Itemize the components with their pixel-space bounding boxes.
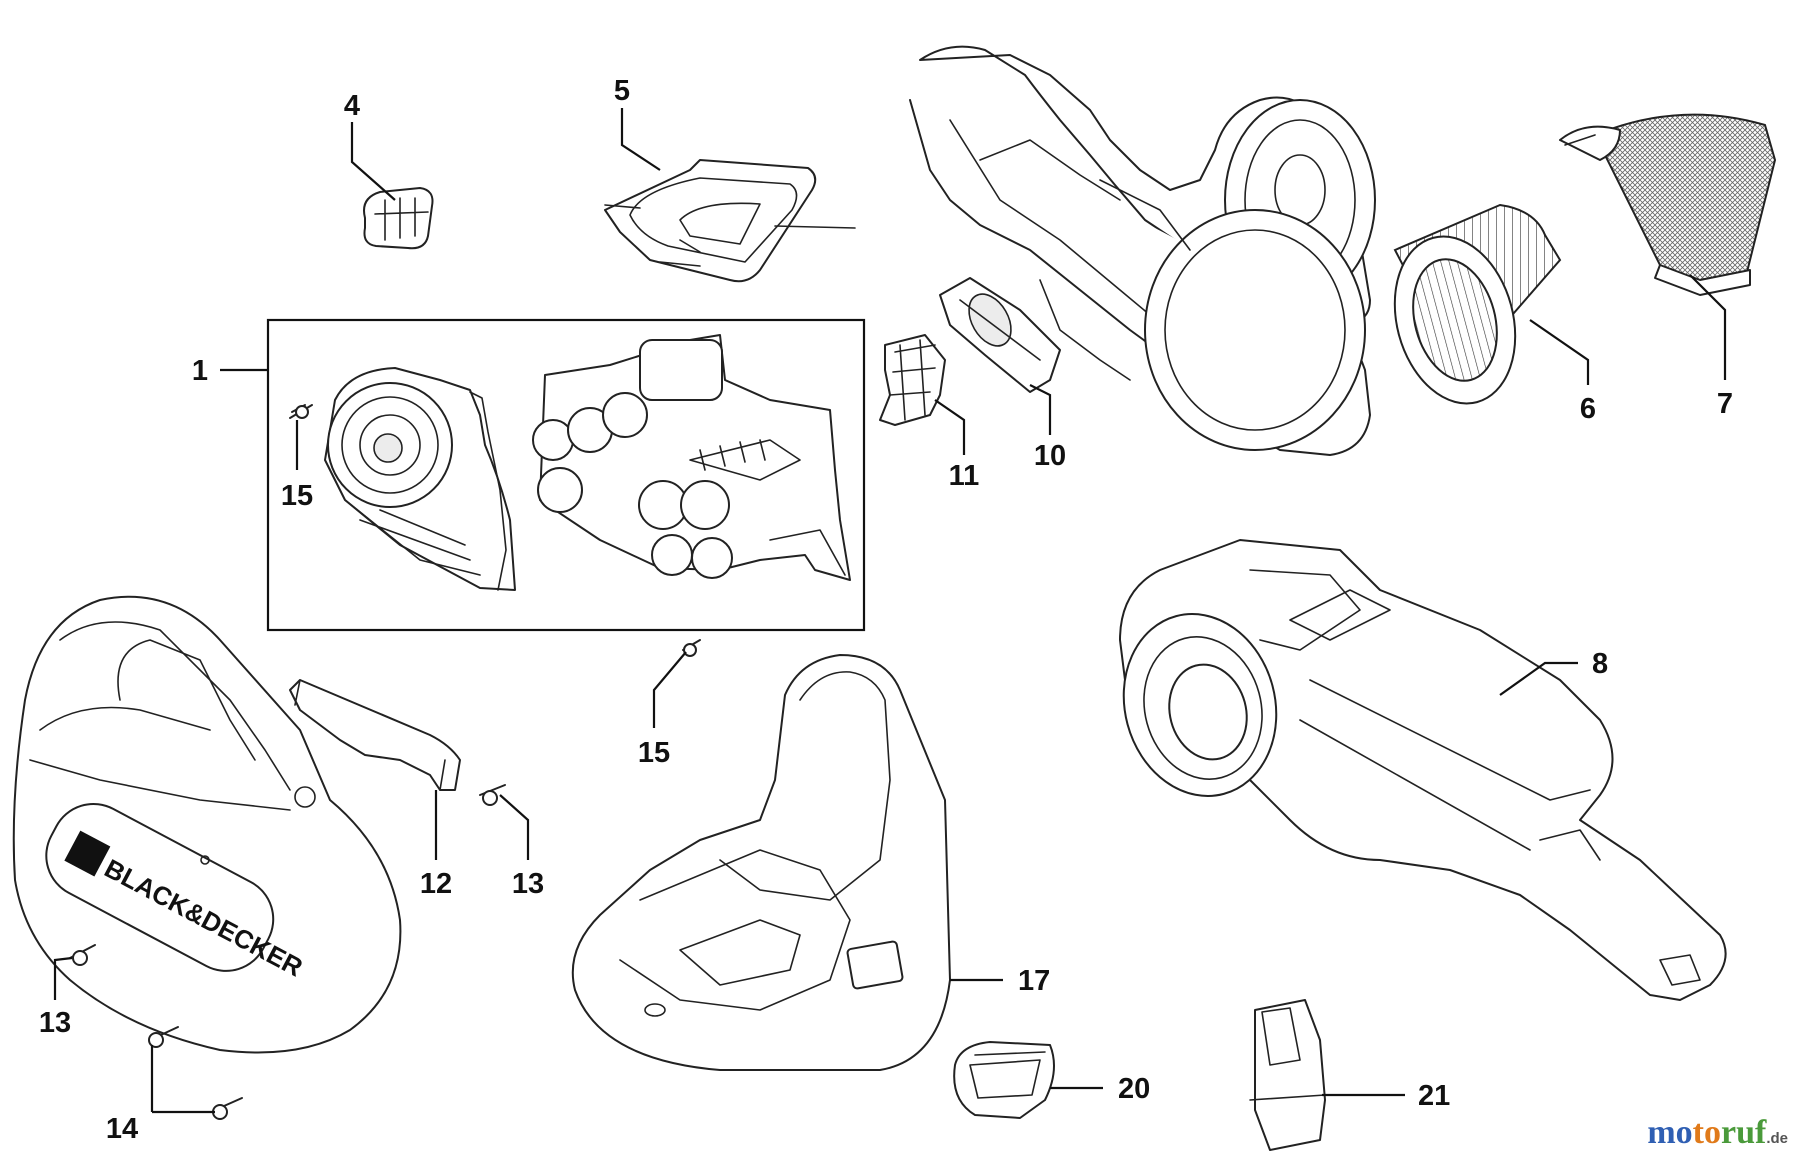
label-12: 12 xyxy=(420,868,452,900)
part-17-charging-base xyxy=(571,654,951,1071)
label-6: 6 xyxy=(1580,393,1596,425)
side-cover-with-brand: BLACK&DECKER xyxy=(12,595,402,1054)
label-1: 1 xyxy=(192,355,208,387)
watermark-logo: motoruf.de xyxy=(1647,1114,1788,1152)
label-11: 11 xyxy=(949,460,980,492)
label-15-top: 15 xyxy=(281,480,313,512)
part-6-pleated-filter xyxy=(1393,203,1562,405)
part-10-switch xyxy=(939,277,1061,393)
callout-labels: 4 5 1 15 6 7 8 10 11 12 13 13 14 15 17 2… xyxy=(39,75,1733,1145)
label-13-right: 13 xyxy=(512,868,544,900)
label-20: 20 xyxy=(1118,1073,1150,1105)
part-1-battery-pack xyxy=(532,334,851,581)
screw-14-bottom xyxy=(212,1097,243,1120)
label-8: 8 xyxy=(1592,648,1608,680)
label-10: 10 xyxy=(1034,440,1066,472)
part-20-nozzle xyxy=(953,1041,1055,1119)
screw-14-top xyxy=(148,1026,179,1048)
part-1-group-box xyxy=(266,318,866,632)
label-7: 7 xyxy=(1717,388,1733,420)
label-13-left: 13 xyxy=(39,1007,71,1039)
label-15-bottom: 15 xyxy=(638,737,670,769)
screw-13-left xyxy=(69,944,96,966)
screw-15-top xyxy=(289,404,313,419)
watermark-part-1: mo xyxy=(1647,1114,1693,1151)
part-11-connector xyxy=(879,334,946,426)
part-21-crevice-tool xyxy=(1249,999,1326,1151)
part-4-clip xyxy=(363,187,434,250)
watermark-part-3: ruf xyxy=(1720,1114,1767,1151)
label-5: 5 xyxy=(614,75,630,107)
watermark-tld: .de xyxy=(1766,1130,1788,1147)
label-4: 4 xyxy=(344,90,360,122)
watermark-part-2: to xyxy=(1692,1114,1721,1151)
leader-lines xyxy=(53,108,1727,1114)
part-1-motor-housing xyxy=(324,367,516,591)
label-17: 17 xyxy=(1018,965,1050,997)
label-21: 21 xyxy=(1418,1080,1450,1112)
part-8-vacuum-body xyxy=(1119,539,1727,1001)
label-14: 14 xyxy=(106,1113,138,1145)
screw-13-right xyxy=(479,784,506,806)
upper-housing-shell xyxy=(909,45,1376,456)
part-12-foam-pad xyxy=(289,679,461,791)
screw-15-bottom xyxy=(682,639,701,657)
part-7-mesh-filter xyxy=(1559,113,1777,296)
part-5-tray xyxy=(604,159,856,283)
